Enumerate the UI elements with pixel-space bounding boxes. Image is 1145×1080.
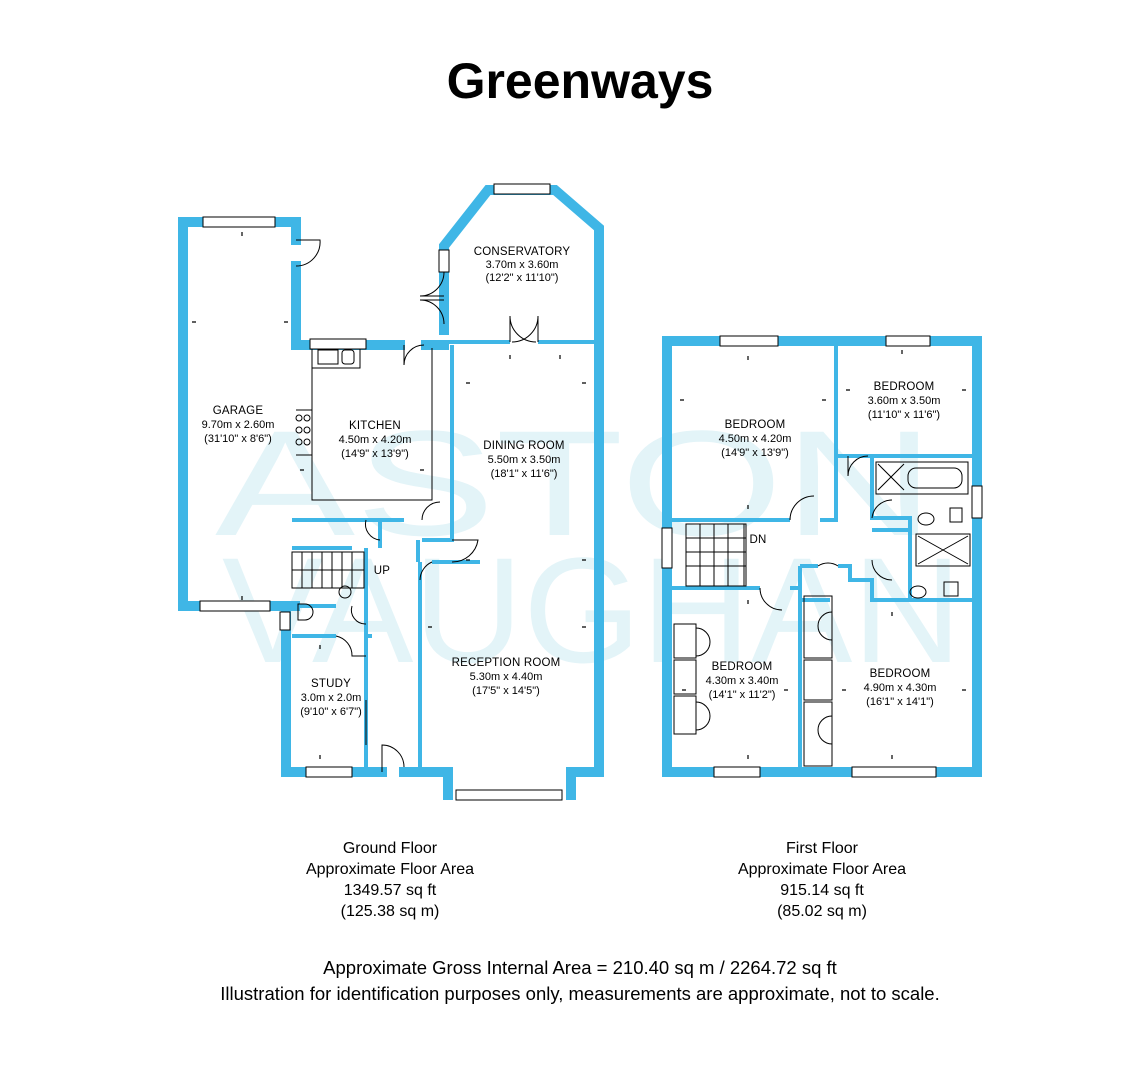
room-study: STUDY 3.0m x 2.0m (9'10" x 6'7") xyxy=(300,678,362,718)
first-floor-plan: BEDROOM 4.50m x 4.20m (14'9" x 13'9") BE… xyxy=(661,335,983,778)
page-title: Greenways xyxy=(446,53,714,109)
room-dim-metric: 4.50m x 4.20m xyxy=(339,434,412,446)
room-dim-metric: 3.60m x 3.50m xyxy=(868,395,941,407)
room-dim-metric: 3.0m x 2.0m xyxy=(301,692,362,704)
first-floor-interior-walls xyxy=(672,346,972,767)
ground-floor-plan: CONSERVATORY 3.70m x 3.60m (12'2" x 11'1… xyxy=(178,183,604,801)
watermark-line-1: ASTON xyxy=(215,399,935,567)
room-name: BEDROOM xyxy=(725,419,786,431)
first-floor-fixtures xyxy=(673,461,971,767)
floor-name: First Floor xyxy=(786,840,858,857)
ground-floor-info: Ground Floor Approximate Floor Area 1349… xyxy=(280,838,500,922)
room-kitchen: KITCHEN 4.50m x 4.20m (14'9" x 13'9") xyxy=(339,420,412,460)
gross-internal-area: Approximate Gross Internal Area = 210.40… xyxy=(323,957,837,978)
watermark: ASTON VAUGHAN xyxy=(215,399,962,694)
room-dim-imperial: (16'1" x 14'1") xyxy=(866,696,934,708)
room-name: BEDROOM xyxy=(870,668,931,680)
floor-name: Ground Floor xyxy=(342,840,438,857)
room-dim-metric: 4.50m x 4.20m xyxy=(719,433,792,445)
floor-area-label: Approximate Floor Area xyxy=(737,861,907,878)
room-dim-imperial: (12'2" x 11'10") xyxy=(486,272,559,284)
room-conservatory: CONSERVATORY 3.70m x 3.60m (12'2" x 11'1… xyxy=(474,246,571,284)
room-dim-imperial: (18'1" x 11'6") xyxy=(491,468,558,480)
room-bedroom-3: BEDROOM 4.30m x 3.40m (14'1" x 11'2") xyxy=(706,661,779,701)
room-dim-imperial: (31'10" x 8'6") xyxy=(204,433,272,445)
room-dim-metric: 4.30m x 3.40m xyxy=(706,675,779,687)
room-dim-metric: 4.90m x 4.30m xyxy=(864,682,937,694)
room-name: STUDY xyxy=(311,678,351,690)
floor-area-sqft: 1349.57 sq ft xyxy=(343,882,437,899)
kitchen-worktop xyxy=(295,348,433,501)
room-dining-room: DINING ROOM 5.50m x 3.50m (18'1" x 11'6"… xyxy=(483,440,564,480)
watermark-line-2: VAUGHAN xyxy=(222,526,962,694)
room-garage: GARAGE 9.70m x 2.60m (31'10" x 8'6") xyxy=(202,405,275,445)
room-dim-metric: 5.50m x 3.50m xyxy=(488,454,561,466)
room-dim-imperial: (14'1" x 11'2") xyxy=(709,689,776,701)
room-name: CONSERVATORY xyxy=(474,246,571,258)
room-name: BEDROOM xyxy=(712,661,773,673)
ground-floor-markers xyxy=(192,232,586,759)
stairs-down-label: DN xyxy=(749,534,766,546)
first-floor-windows xyxy=(661,335,983,778)
ground-floor-windows xyxy=(199,183,563,801)
room-name: DINING ROOM xyxy=(483,440,564,452)
room-dim-imperial: (9'10" x 6'7") xyxy=(300,706,362,718)
room-dim-metric: 3.70m x 3.60m xyxy=(486,259,559,271)
room-dim-imperial: (11'10" x 11'6") xyxy=(868,409,940,421)
room-dim-imperial: (14'9" x 13'9") xyxy=(721,447,789,459)
room-name: RECEPTION ROOM xyxy=(452,657,561,669)
footer: Approximate Gross Internal Area = 210.40… xyxy=(0,955,1145,1007)
first-floor-markers xyxy=(680,350,966,759)
floor-area-sqm: (125.38 sq m) xyxy=(340,903,440,920)
room-dim-imperial: (17'5" x 14'5") xyxy=(472,685,540,697)
floor-area-sqm: (85.02 sq m) xyxy=(777,903,867,920)
stairs-up-label: UP xyxy=(374,565,391,577)
floor-area-label: Approximate Floor Area xyxy=(305,861,475,878)
room-reception-room: RECEPTION ROOM 5.30m x 4.40m (17'5" x 14… xyxy=(452,657,561,697)
room-dim-metric: 9.70m x 2.60m xyxy=(202,419,275,431)
room-dim-imperial: (14'9" x 13'9") xyxy=(341,448,409,460)
disclaimer: Illustration for identification purposes… xyxy=(220,983,940,1004)
room-name: KITCHEN xyxy=(349,420,401,432)
ground-floor-room-labels: CONSERVATORY 3.70m x 3.60m (12'2" x 11'1… xyxy=(202,246,571,718)
room-bedroom-1: BEDROOM 4.50m x 4.20m (14'9" x 13'9") xyxy=(719,419,792,459)
first-floor-info: First Floor Approximate Floor Area 915.1… xyxy=(712,838,932,922)
room-bedroom-2: BEDROOM 3.60m x 3.50m (11'10" x 11'6") xyxy=(868,381,941,421)
ground-floor-stairs xyxy=(291,551,365,621)
floor-area-sqft: 915.14 sq ft xyxy=(780,882,864,899)
room-bedroom-4: BEDROOM 4.90m x 4.30m (16'1" x 14'1") xyxy=(864,668,937,708)
room-name: BEDROOM xyxy=(874,381,935,393)
first-floor-room-labels: BEDROOM 4.50m x 4.20m (14'9" x 13'9") BE… xyxy=(706,381,941,708)
first-floor-doors xyxy=(695,455,893,745)
ground-floor-doors xyxy=(295,239,539,772)
room-dim-metric: 5.30m x 4.40m xyxy=(470,671,543,683)
room-name: GARAGE xyxy=(213,405,264,417)
